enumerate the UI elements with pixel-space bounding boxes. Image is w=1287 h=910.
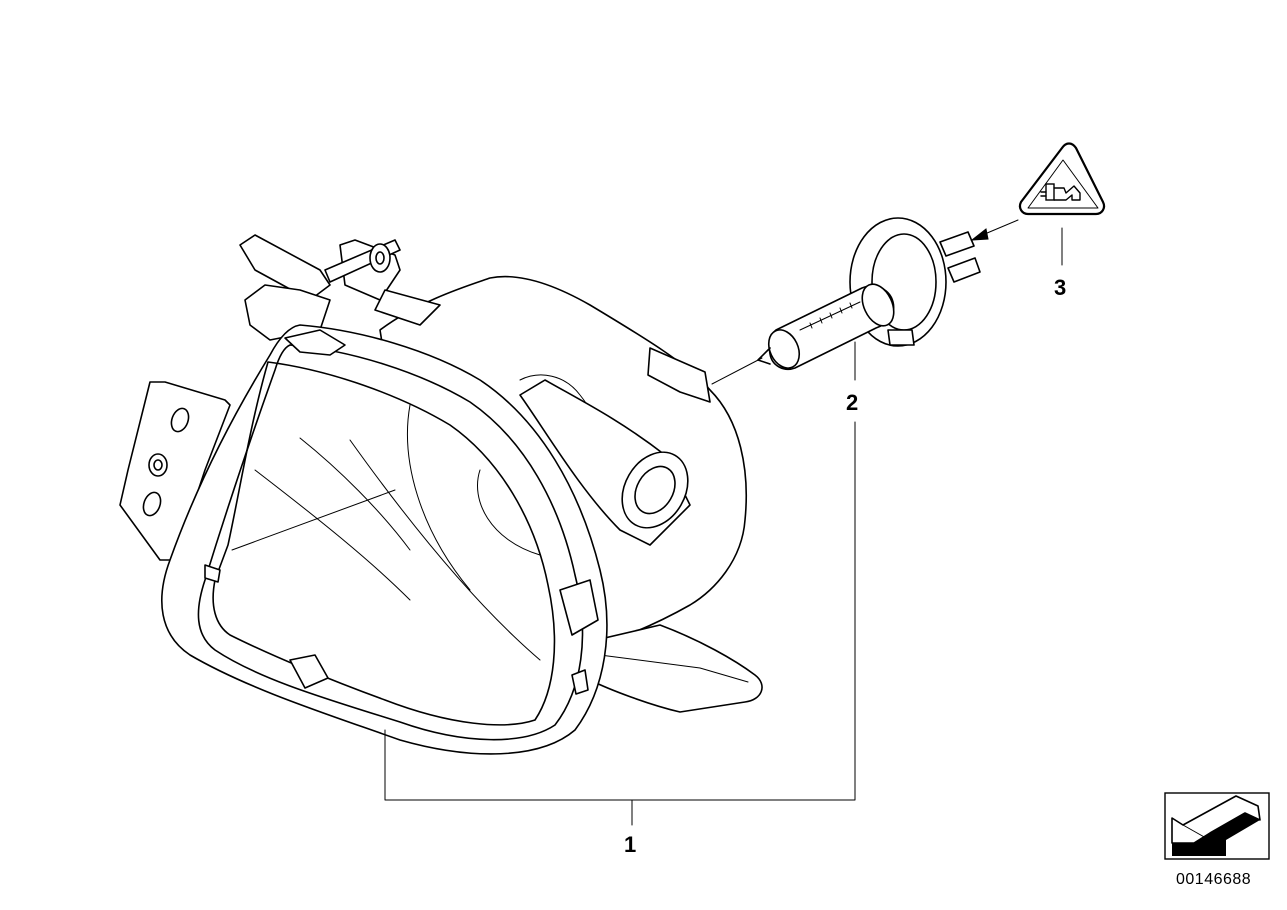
callout-3: 3	[1054, 275, 1066, 300]
halogen-bulb[interactable]	[757, 217, 981, 373]
frame-tab-left	[204, 564, 221, 583]
bulb-pin-bottom	[947, 257, 981, 283]
diagram-id: 00146688	[1176, 871, 1251, 888]
frame-clip-top	[284, 329, 346, 356]
connector-block	[647, 347, 711, 403]
reflector-line-3	[254, 469, 411, 601]
callout-2: 2	[846, 390, 858, 415]
warning-triangle-connector-icon[interactable]	[1018, 142, 1106, 216]
lower-arm	[574, 624, 763, 713]
lens-frame-inner	[197, 344, 584, 741]
bracket-bolt	[148, 453, 168, 477]
reflector-line-2	[299, 437, 411, 551]
leader-lines	[384, 219, 1063, 826]
connector-glyph	[1040, 183, 1081, 201]
bracket-hole-bottom	[142, 491, 162, 517]
fog-lamp-assembly[interactable]	[119, 234, 763, 755]
callout-1: 1	[624, 832, 636, 857]
bulb-clip	[887, 329, 915, 346]
bulb-pin-top	[939, 231, 975, 257]
frame-clip-right	[559, 579, 599, 636]
bulb-glass	[757, 283, 895, 370]
bracket-hole-top	[170, 407, 190, 433]
bulb-socket-tube	[519, 379, 691, 546]
reflector-line-4	[407, 404, 471, 591]
frame-clip-bottom	[289, 654, 329, 689]
lower-arm-edge	[599, 654, 749, 683]
arrow-back-icon[interactable]	[1164, 792, 1270, 860]
frame-clip-lower-right	[571, 669, 589, 695]
lens-frame-outer	[161, 324, 608, 755]
reflector-lamp-bulge	[477, 469, 541, 556]
reflector-line-5	[349, 439, 541, 661]
